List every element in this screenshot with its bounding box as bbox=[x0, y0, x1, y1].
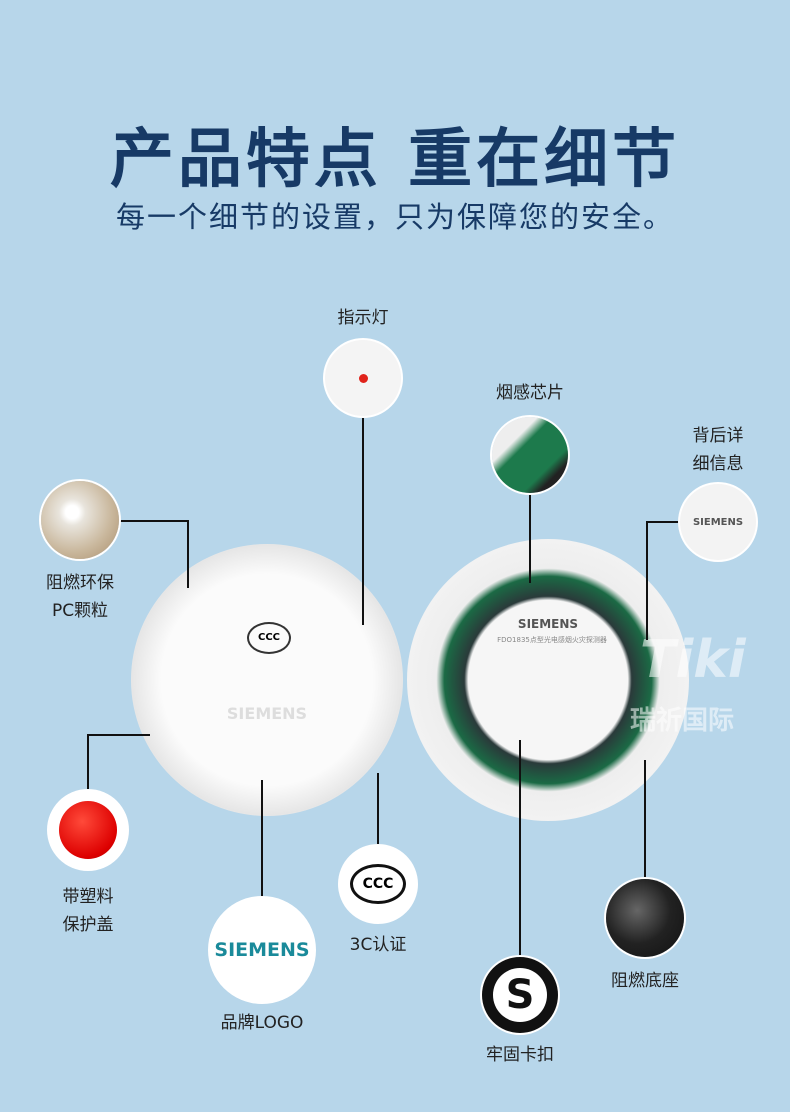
back-info-detail: SIEMENS bbox=[680, 484, 756, 560]
back-info-brand: SIEMENS bbox=[692, 516, 744, 528]
chip-detail bbox=[492, 417, 568, 493]
red-cap-icon bbox=[59, 801, 117, 859]
label-cap-line2: 保护盖 bbox=[62, 915, 114, 935]
label-pellets-line1: 阻燃环保 bbox=[46, 573, 114, 593]
indicator-light-detail bbox=[325, 340, 401, 416]
protective-cap-detail bbox=[49, 791, 127, 869]
base-material-detail bbox=[606, 879, 684, 957]
label-base: 阻燃底座 bbox=[611, 971, 679, 991]
siemens-logo: SIEMENS bbox=[214, 939, 310, 961]
detector-back: SIEMENS FDO1835点型光电感烟火灾探测器 bbox=[407, 539, 689, 821]
detector-front: CCC SIEMENS bbox=[131, 544, 403, 816]
model-back: FDO1835点型光电感烟火灾探测器 bbox=[497, 636, 607, 644]
label-back-info-line1: 背后详 bbox=[692, 426, 744, 446]
clip-detail: S bbox=[482, 957, 558, 1033]
label-cap: 带塑料保护盖 bbox=[63, 883, 114, 939]
label-chip: 烟感芯片 bbox=[496, 383, 564, 403]
ccc-detail: CCC bbox=[340, 846, 416, 922]
label-back-info-line2: 细信息 bbox=[692, 454, 744, 474]
label-cap-line1: 带塑料 bbox=[62, 887, 114, 907]
red-led-icon bbox=[358, 373, 368, 383]
label-pellets-line2: PC颗粒 bbox=[51, 601, 109, 621]
clip-icon: S bbox=[493, 968, 547, 1022]
brand-front: SIEMENS bbox=[226, 704, 308, 723]
ccc-icon: CCC bbox=[350, 864, 406, 904]
watermark-logo: Tiki bbox=[640, 630, 746, 690]
brand-back: SIEMENS bbox=[517, 617, 579, 631]
ccc-mark-front: CCC bbox=[247, 622, 291, 654]
label-ccc: 3C认证 bbox=[349, 935, 407, 955]
page-subtitle: 每一个细节的设置，只为保障您的安全。 bbox=[115, 200, 674, 234]
label-clip: 牢固卡扣 bbox=[486, 1045, 554, 1065]
watermark-text: 瑞祈国际 bbox=[630, 706, 735, 736]
label-logo: 品牌LOGO bbox=[220, 1013, 304, 1033]
page-title: 产品特点 重在细节 bbox=[109, 123, 681, 197]
pellets-detail bbox=[41, 481, 119, 559]
brand-logo-detail: SIEMENS bbox=[210, 898, 314, 1002]
label-indicator: 指示灯 bbox=[337, 308, 389, 328]
label-pellets: 阻燃环保 PC颗粒 bbox=[46, 569, 114, 625]
label-back-info: 背后详细信息 bbox=[693, 422, 744, 478]
